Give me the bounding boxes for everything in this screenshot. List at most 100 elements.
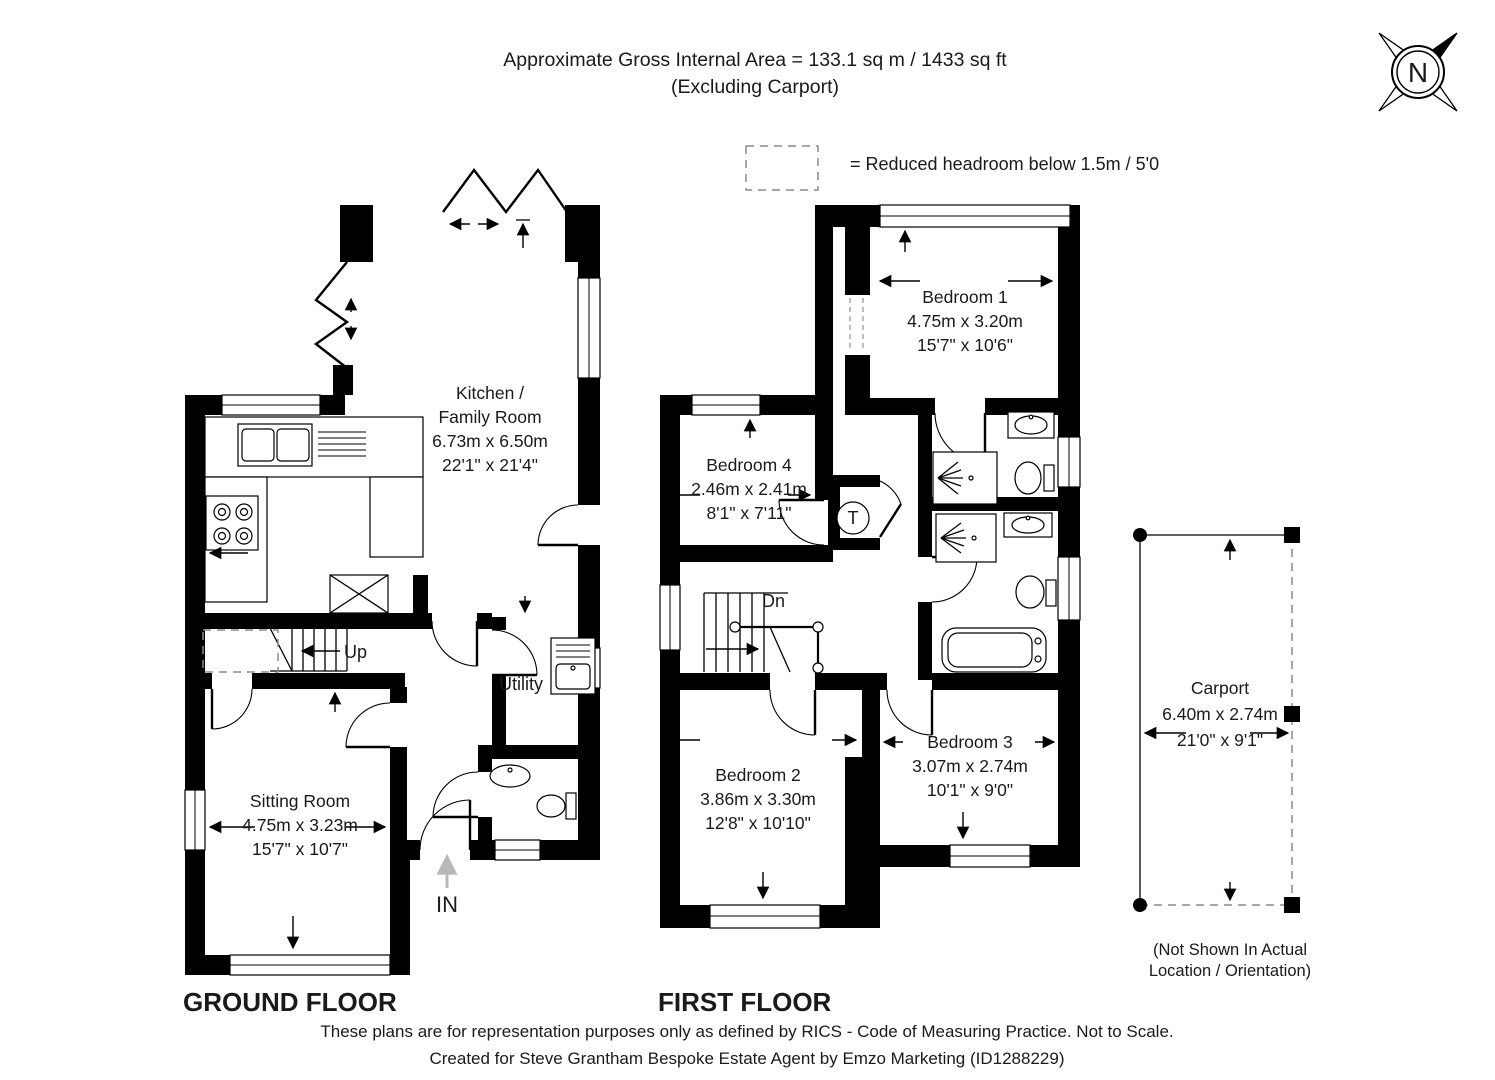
carport-post: [1284, 527, 1300, 543]
tank-label: T: [848, 508, 859, 528]
compass-letter: N: [1408, 57, 1428, 88]
ensuite-window: [1057, 436, 1081, 488]
bifold-doors-top: [442, 167, 568, 214]
first-floor-windows: [659, 204, 1081, 929]
bedroom2-window: [709, 904, 821, 929]
utility-label: Utility: [499, 674, 543, 694]
ground-floor-doors: [210, 504, 579, 851]
sitting-room-side-window: [184, 789, 206, 851]
compass-rose: N: [1378, 32, 1458, 112]
void-box: [329, 574, 389, 614]
ensuite-toilet: [1014, 461, 1055, 495]
legend-label: = Reduced headroom below 1.5m / 5'0: [850, 154, 1159, 174]
utility-door: [491, 629, 538, 677]
front-door: [419, 799, 472, 851]
bedroom2-metric: 3.86m x 3.30m: [700, 789, 816, 809]
kitchen-name1: Kitchen /: [456, 383, 524, 403]
ground-floor-dim-arrows: [208, 217, 532, 950]
kitchen-sink: [237, 423, 366, 467]
bathtub: [941, 627, 1047, 673]
bedroom4-metric: 2.46m x 2.41m: [691, 479, 807, 499]
stairs-down-label: Dn: [762, 591, 785, 611]
bedroom2-label: Bedroom 2 3.86m x 3.30m 12'8" x 10'10": [700, 765, 816, 833]
ground-floor-title: GROUND FLOOR: [183, 987, 397, 1017]
bathroom-fixtures: [935, 512, 1057, 673]
ensuite-fixtures: [932, 411, 1055, 505]
legend: = Reduced headroom below 1.5m / 5'0: [745, 145, 1159, 191]
carport-note1: (Not Shown In Actual: [1153, 941, 1307, 959]
bedroom2-imperial: 12'8" x 10'10": [705, 813, 811, 833]
header: Approximate Gross Internal Area = 133.1 …: [503, 49, 1007, 98]
carport-label: Carport 6.40m x 2.74m 21'0" x 9'1": [1162, 678, 1278, 750]
carport-post: [1284, 706, 1300, 722]
bedroom1-window: [879, 204, 1071, 228]
bedroom3-window: [949, 844, 1031, 868]
bifold-doors-side: [313, 261, 350, 369]
sitting-room-door-1: [210, 688, 253, 730]
tank-cupboard-door: [878, 480, 903, 538]
footer-disclaimer: These plans are for representation purpo…: [320, 1022, 1173, 1041]
carport-post: [1133, 898, 1147, 912]
carport-post: [1284, 897, 1300, 913]
ensuite-basin: [1007, 411, 1055, 439]
bathroom-toilet: [1015, 575, 1057, 609]
tank-cupboard: T: [836, 501, 870, 535]
bedroom3-metric: 3.07m x 2.74m: [912, 756, 1028, 776]
sitting-room-name: Sitting Room: [250, 791, 350, 811]
carport-name: Carport: [1191, 678, 1249, 698]
bedroom1-name: Bedroom 1: [922, 287, 1008, 307]
hob: [205, 495, 259, 551]
ground-floor-plan: Up: [183, 167, 601, 1017]
carport-metric: 6.40m x 2.74m: [1162, 704, 1278, 724]
bedroom3-name: Bedroom 3: [927, 732, 1013, 752]
kitchen-side-window: [577, 277, 601, 379]
carport-post: [1133, 528, 1147, 542]
reduced-headroom-area: [202, 629, 279, 673]
sitting-room-metric: 4.75m x 3.23m: [242, 815, 358, 835]
first-floor-title: FIRST FLOOR: [658, 987, 832, 1017]
wc-window: [494, 839, 541, 861]
bedroom3-label: Bedroom 3 3.07m x 2.74m 10'1" x 9'0": [912, 732, 1028, 800]
back-door: [537, 504, 579, 547]
bedroom4-imperial: 8'1" x 7'11": [707, 503, 792, 523]
title-line1: Approximate Gross Internal Area = 133.1 …: [503, 49, 1007, 71]
bathroom-shower: [935, 513, 997, 563]
bedroom4-window: [691, 394, 761, 416]
footer-credit: Created for Steve Grantham Bespoke Estat…: [429, 1049, 1064, 1068]
sitting-room-imperial: 15'7" x 10'7": [252, 839, 348, 859]
first-floor-plan: Dn T: [658, 204, 1081, 1017]
bedroom2-name: Bedroom 2: [715, 765, 801, 785]
entrance-label: IN: [436, 892, 458, 917]
bedroom1-imperial: 15'7" x 10'6": [917, 335, 1013, 355]
footer: These plans are for representation purpo…: [320, 1022, 1173, 1068]
stairs-up: Up: [269, 627, 367, 672]
kitchen-label: Kitchen / Family Room 6.73m x 6.50m 22'1…: [432, 383, 548, 475]
first-floor-dim-arrows: [666, 229, 1056, 900]
sitting-room-front-window: [229, 954, 391, 976]
bedroom1-label: Bedroom 1 4.75m x 3.20m 15'7" x 10'6": [907, 287, 1023, 355]
kitchen-window: [221, 394, 321, 416]
first-floor-doors: [769, 412, 987, 736]
bathroom-window: [1057, 556, 1081, 621]
wc-basin: [489, 764, 531, 788]
kitchen-door: [431, 620, 479, 667]
stairs-up-label: Up: [344, 642, 367, 662]
bathroom-basin: [1003, 512, 1053, 538]
entrance: IN: [436, 853, 458, 917]
kitchen-metric: 6.73m x 6.50m: [432, 431, 548, 451]
carport-plan: Carport 6.40m x 2.74m 21'0" x 9'1" (Not …: [1133, 527, 1311, 980]
bedroom2-door: [769, 689, 817, 736]
sitting-room-door-2: [345, 702, 391, 749]
landing-window: [659, 584, 681, 651]
first-floor-walls: [660, 205, 1080, 928]
carport-note2: Location / Orientation): [1149, 962, 1311, 980]
bathroom-door: [931, 555, 978, 603]
sitting-room-label: Sitting Room 4.75m x 3.23m 15'7" x 10'7": [242, 791, 358, 859]
kitchen-imperial: 22'1" x 21'4": [442, 455, 538, 475]
ensuite-shower: [932, 451, 998, 505]
ground-floor-walls: [185, 205, 600, 975]
bedroom4-name: Bedroom 4: [706, 455, 792, 475]
title-line2: (Excluding Carport): [671, 76, 839, 98]
legend-swatch: [745, 145, 819, 191]
